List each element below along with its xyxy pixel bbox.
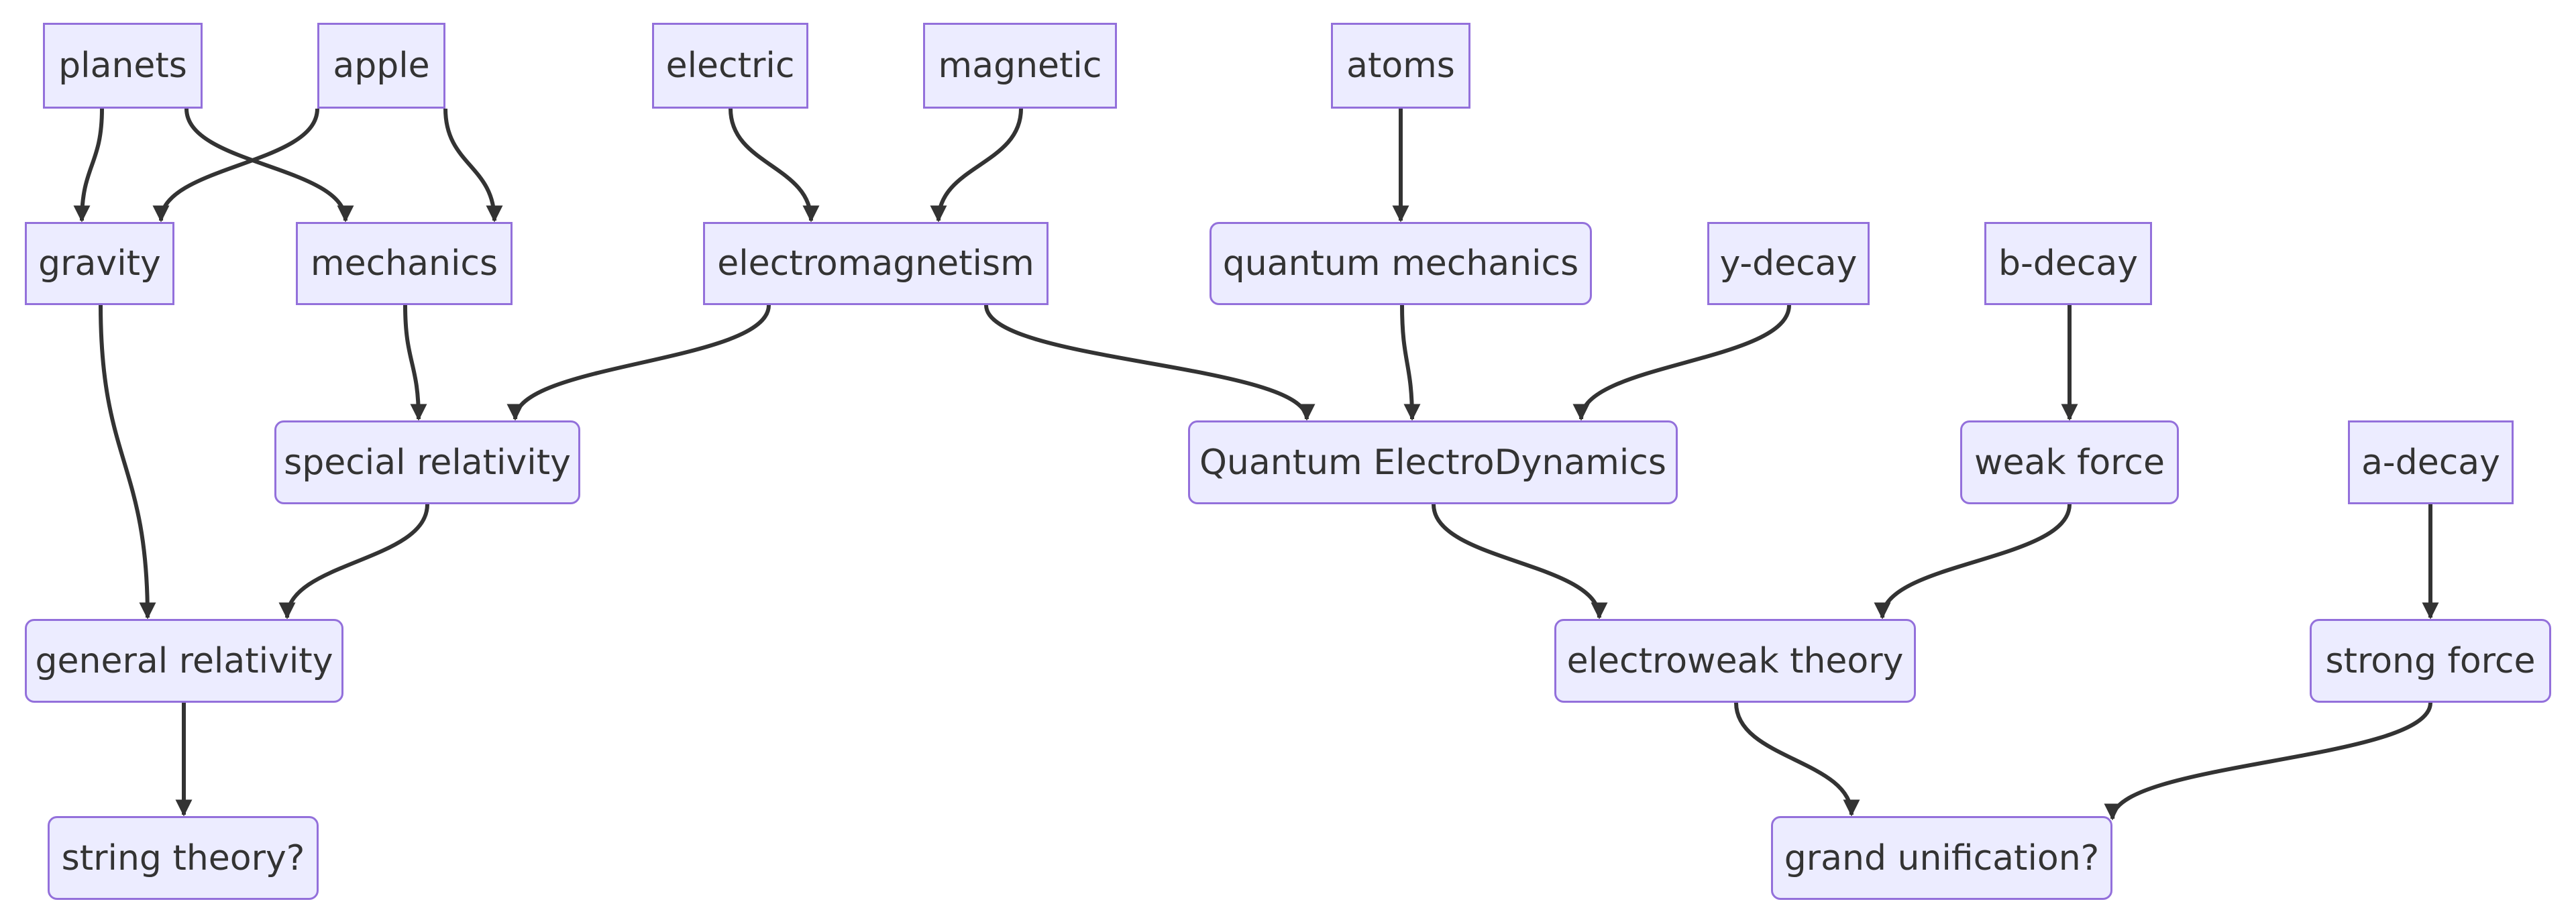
edge-planets-to-mechanics bbox=[184, 108, 354, 223]
node-label: Quantum ElectroDynamics bbox=[1199, 442, 1666, 483]
edge-y-decay-to-qed bbox=[1572, 304, 1791, 421]
edge-electroweak-theory-to-grand-unification bbox=[1734, 702, 1860, 817]
node-qed[interactable]: Quantum ElectroDynamics bbox=[1188, 420, 1678, 504]
node-label: grand unification? bbox=[1784, 838, 2100, 878]
node-label: atoms bbox=[1346, 46, 1455, 86]
node-a-decay[interactable]: a-decay bbox=[2348, 420, 2514, 504]
node-label: special relativity bbox=[284, 442, 571, 483]
edge-electromagnetism-to-special-relativity bbox=[506, 304, 771, 421]
edge-weak-force-to-electroweak-theory bbox=[1874, 504, 2072, 620]
node-label: mechanics bbox=[310, 243, 498, 284]
node-electromagnetism[interactable]: electromagnetism bbox=[703, 222, 1049, 305]
node-label: b-decay bbox=[1998, 243, 2138, 284]
node-electric[interactable]: electric bbox=[652, 23, 808, 109]
node-gravity[interactable]: gravity bbox=[25, 222, 174, 305]
node-general-relativity[interactable]: general relativity bbox=[25, 619, 343, 703]
node-grand-unification[interactable]: grand unification? bbox=[1771, 816, 2112, 900]
edge-magnetic-to-electromagnetism bbox=[930, 108, 1023, 223]
edge-special-relativity-to-general-relativity bbox=[278, 504, 429, 620]
node-label: electroweak theory bbox=[1566, 640, 1904, 681]
edge-electric-to-electromagnetism bbox=[729, 108, 820, 223]
node-b-decay[interactable]: b-decay bbox=[1984, 222, 2152, 305]
node-label: electromagnetism bbox=[717, 243, 1034, 284]
node-label: weak force bbox=[1974, 442, 2165, 483]
node-label: apple bbox=[333, 46, 430, 86]
edge-planets-to-gravity bbox=[73, 108, 104, 223]
edge-gravity-to-general-relativity bbox=[99, 304, 156, 620]
edge-quantum-mechanics-to-qed bbox=[1400, 304, 1421, 421]
node-label: strong force bbox=[2325, 640, 2536, 681]
node-label: electric bbox=[665, 46, 795, 86]
node-weak-force[interactable]: weak force bbox=[1960, 420, 2179, 504]
node-apple[interactable]: apple bbox=[317, 23, 445, 109]
node-label: y-decay bbox=[1719, 243, 1858, 284]
node-label: gravity bbox=[38, 243, 161, 284]
node-atoms[interactable]: atoms bbox=[1331, 23, 1470, 109]
edge-apple-to-mechanics bbox=[443, 108, 503, 223]
node-string-theory[interactable]: string theory? bbox=[48, 816, 319, 900]
node-label: magnetic bbox=[938, 46, 1102, 86]
node-label: general relativity bbox=[35, 640, 333, 681]
node-label: a-decay bbox=[2361, 442, 2500, 483]
edge-mechanics-to-special-relativity bbox=[403, 304, 427, 421]
node-label: planets bbox=[58, 46, 187, 86]
node-electroweak-theory[interactable]: electroweak theory bbox=[1554, 619, 1916, 703]
node-strong-force[interactable]: strong force bbox=[2310, 619, 2551, 703]
node-mechanics[interactable]: mechanics bbox=[296, 222, 513, 305]
node-magnetic[interactable]: magnetic bbox=[923, 23, 1117, 109]
node-planets[interactable]: planets bbox=[43, 23, 203, 109]
node-special-relativity[interactable]: special relativity bbox=[274, 420, 580, 504]
node-y-decay[interactable]: y-decay bbox=[1707, 222, 1870, 305]
node-quantum-mechanics[interactable]: quantum mechanics bbox=[1210, 222, 1592, 305]
node-label: string theory? bbox=[61, 838, 305, 878]
edge-qed-to-electroweak-theory bbox=[1432, 504, 1608, 620]
edge-electromagnetism-to-qed bbox=[984, 304, 1316, 421]
edge-apple-to-gravity bbox=[152, 108, 319, 223]
node-label: quantum mechanics bbox=[1222, 243, 1579, 284]
edge-strong-force-to-grand-unification bbox=[2104, 702, 2432, 821]
